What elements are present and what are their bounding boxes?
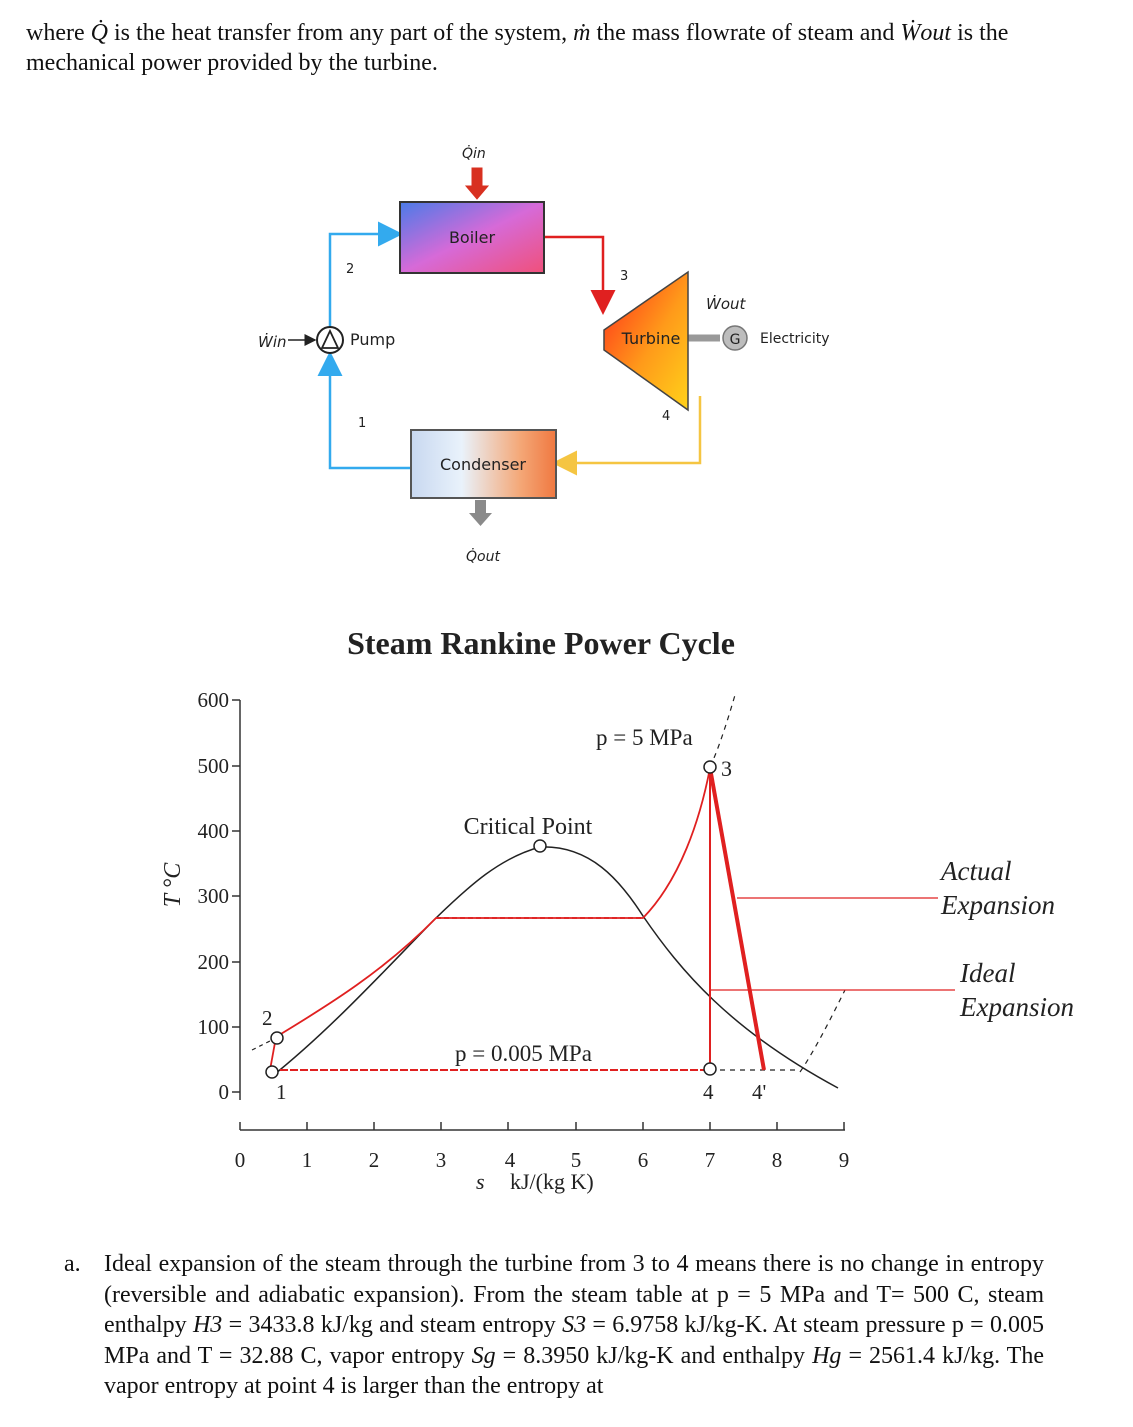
pipe-1: [317, 351, 411, 470]
explanation-paragraph: a. Ideal expansion of the steam through …: [64, 1251, 1044, 1399]
point-4-marker: [703, 1062, 717, 1076]
ts-title: Steam Rankine Power Cycle: [347, 625, 735, 661]
y-tick-label-300: 300: [198, 884, 230, 908]
pipe-2: [328, 221, 403, 330]
actual-expansion-line: [708, 767, 766, 1071]
list-marker: a.: [64, 1251, 81, 1277]
x-axis-units: kJ/(kg K): [510, 1169, 594, 1194]
y-tick-label-400: 400: [198, 819, 230, 843]
x-axis-symbol: s: [476, 1169, 485, 1194]
point-3-marker: [703, 760, 717, 774]
q-in-arrow: [464, 167, 490, 200]
x-tick-label-7: 7: [705, 1148, 716, 1172]
h3-symbol: H3: [192, 1312, 223, 1338]
pipe-4: [552, 396, 702, 476]
x-tick-label-5: 5: [571, 1148, 582, 1172]
actual-expansion-label-1: Actual: [939, 856, 1011, 886]
point-4-label: 4: [703, 1080, 714, 1104]
x-tick-label-9: 9: [839, 1148, 850, 1172]
m-symbol: ṁ: [573, 20, 591, 46]
x-tick-label-3: 3: [436, 1148, 447, 1172]
q-in-label: Q̇in: [462, 145, 486, 162]
y-ticks: [232, 699, 240, 1093]
p-high-label: p = 5 MPa: [596, 725, 693, 750]
x-tick-label-1: 1: [302, 1148, 313, 1172]
intro-paragraph: where Q̇ is the heat transfer from any p…: [26, 20, 1009, 76]
critical-point-label: Critical Point: [464, 814, 593, 840]
x-tick-label-8: 8: [772, 1148, 783, 1172]
state-4: 4: [662, 409, 670, 424]
sg-symbol: Sg: [471, 1342, 496, 1369]
w-out-label: Ẇout: [706, 294, 747, 313]
state-1: 1: [358, 416, 366, 431]
ideal-expansion-label-1: Ideal: [959, 958, 1015, 988]
turbine: [603, 270, 689, 412]
hg-symbol: Hg: [812, 1342, 842, 1369]
boiler: [399, 201, 545, 274]
q-out-arrow: [469, 500, 492, 526]
critical-point-marker: [533, 839, 547, 853]
x-ticks: [239, 1122, 845, 1130]
q-out-label: Q̇out: [466, 548, 500, 565]
pipe-3: [545, 235, 616, 315]
y-tick-label-0: 0: [219, 1080, 230, 1104]
y-axis-label: T °C: [160, 862, 186, 908]
condenser: [410, 429, 557, 499]
point-1-label: 1: [276, 1080, 287, 1104]
point-3-label: 3: [721, 756, 732, 781]
pump-triangle: [320, 328, 340, 349]
electricity-label: Electricity: [760, 331, 830, 347]
isobar-low-dashed: [799, 989, 846, 1073]
s3-symbol: S3: [562, 1312, 587, 1338]
x-tick-label-2: 2: [369, 1148, 380, 1172]
y-tick-label-200: 200: [198, 950, 230, 974]
cycle-schematic: Boiler Turbine Condenser Pump G Electric…: [258, 145, 830, 565]
y-tick-label-500: 500: [198, 754, 230, 778]
p-low-label: p = 0.005 MPa: [455, 1041, 592, 1066]
w-symbol: Ẇout: [900, 20, 952, 46]
x-tick-label-4: 4: [505, 1148, 516, 1172]
w-in-label: Ẇin: [258, 332, 287, 351]
condenser-label: Condenser: [440, 455, 526, 474]
y-tick-label-100: 100: [198, 1015, 230, 1039]
point-2-marker: [270, 1031, 284, 1045]
point-4p-label: 4': [752, 1080, 766, 1104]
x-tick-label-6: 6: [638, 1148, 649, 1172]
ideal-expansion-label-2: Expansion: [959, 992, 1074, 1022]
boiler-label: Boiler: [449, 228, 496, 247]
turbine-label: Turbine: [621, 329, 681, 348]
y-tick-label-600: 600: [198, 688, 230, 712]
state-2: 2: [346, 262, 354, 277]
pump-label: Pump: [350, 330, 395, 349]
ts-diagram: Steam Rankine Power Cycle 600: [160, 625, 1074, 1194]
x-tick-label-0: 0: [235, 1148, 246, 1172]
actual-expansion-label-2: Expansion: [940, 890, 1055, 920]
generator-icon: [722, 325, 748, 351]
point-2-label: 2: [262, 1006, 273, 1030]
state-3: 3: [620, 269, 628, 284]
heating-curve: [275, 767, 711, 1038]
generator-label: G: [730, 332, 741, 348]
q-symbol: Q̇: [90, 20, 108, 46]
isobar-high-dashed: [709, 694, 736, 768]
point-1-marker: [265, 1065, 279, 1079]
